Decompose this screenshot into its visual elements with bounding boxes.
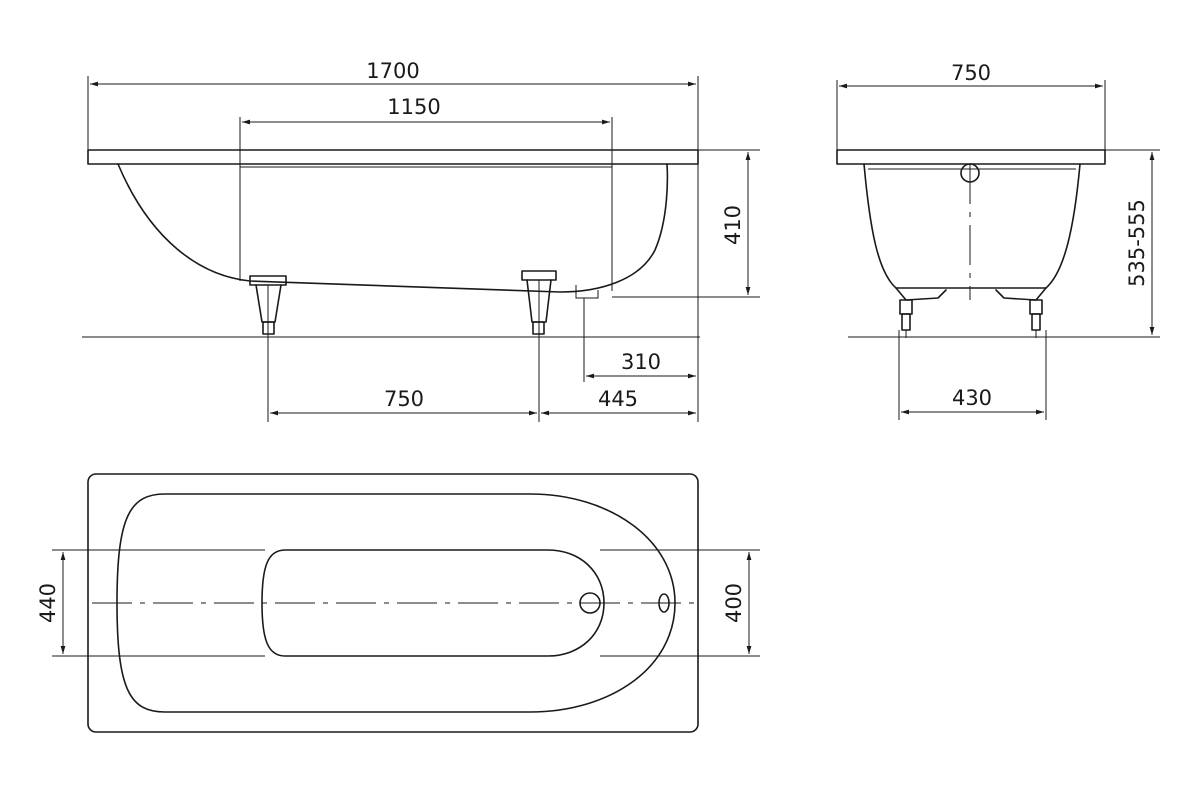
dim-foot-to-end: 445 xyxy=(598,387,638,411)
top-drain xyxy=(579,592,601,614)
dim-side-depth: 410 xyxy=(721,205,745,245)
side-foot-right xyxy=(521,270,557,422)
top-overflow xyxy=(658,593,670,613)
end-view: 750 535-555 430 xyxy=(836,61,1160,420)
dim-total-height: 535-555 xyxy=(1125,199,1149,287)
dim-overall-length: 1700 xyxy=(366,59,419,83)
top-basin-floor xyxy=(261,549,605,657)
dim-drain-offset: 310 xyxy=(621,350,661,374)
end-tub-body xyxy=(863,163,1081,289)
dim-overall-width: 750 xyxy=(951,61,991,85)
dim-inner-width-right: 400 xyxy=(722,583,746,623)
dim-feet-width: 430 xyxy=(952,386,992,410)
end-rim xyxy=(836,149,1106,165)
end-feet xyxy=(895,287,1047,338)
dim-outlet-spacing: 1150 xyxy=(387,95,440,119)
side-drain xyxy=(575,285,599,299)
top-outer-rim xyxy=(87,473,699,733)
side-view: 1700 1150 410 310 750 445 xyxy=(82,59,760,422)
top-view: 440 400 xyxy=(36,473,760,733)
dim-feet-spacing: 750 xyxy=(384,387,424,411)
top-basin-outline xyxy=(116,493,676,713)
side-foot-left xyxy=(249,275,287,422)
side-rim xyxy=(87,149,699,165)
side-tub-body xyxy=(117,163,669,293)
dim-inner-width-left: 440 xyxy=(36,583,60,623)
